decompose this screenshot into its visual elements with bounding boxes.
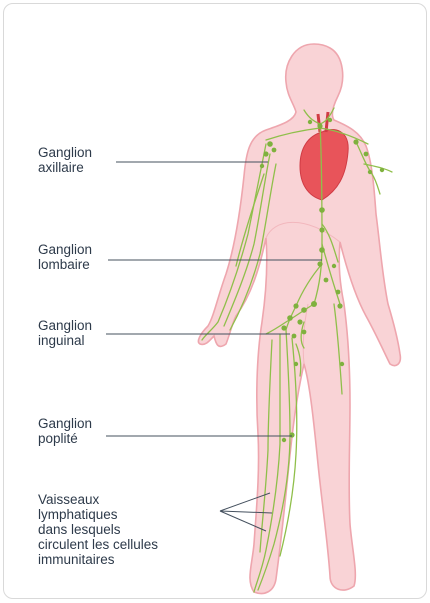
label-lymphatic-vessels: Vaisseaux lymphatiques dans lesquels cir… — [38, 492, 158, 567]
label-popliteal-node: Ganglion poplité — [38, 416, 92, 446]
figure-frame: Ganglion axillaire Ganglion lombaire Gan… — [3, 3, 427, 599]
label-axillary-node: Ganglion axillaire — [38, 145, 92, 175]
label-lumbar-node: Ganglion lombaire — [38, 242, 92, 272]
label-inguinal-node: Ganglion inguinal — [38, 318, 92, 348]
